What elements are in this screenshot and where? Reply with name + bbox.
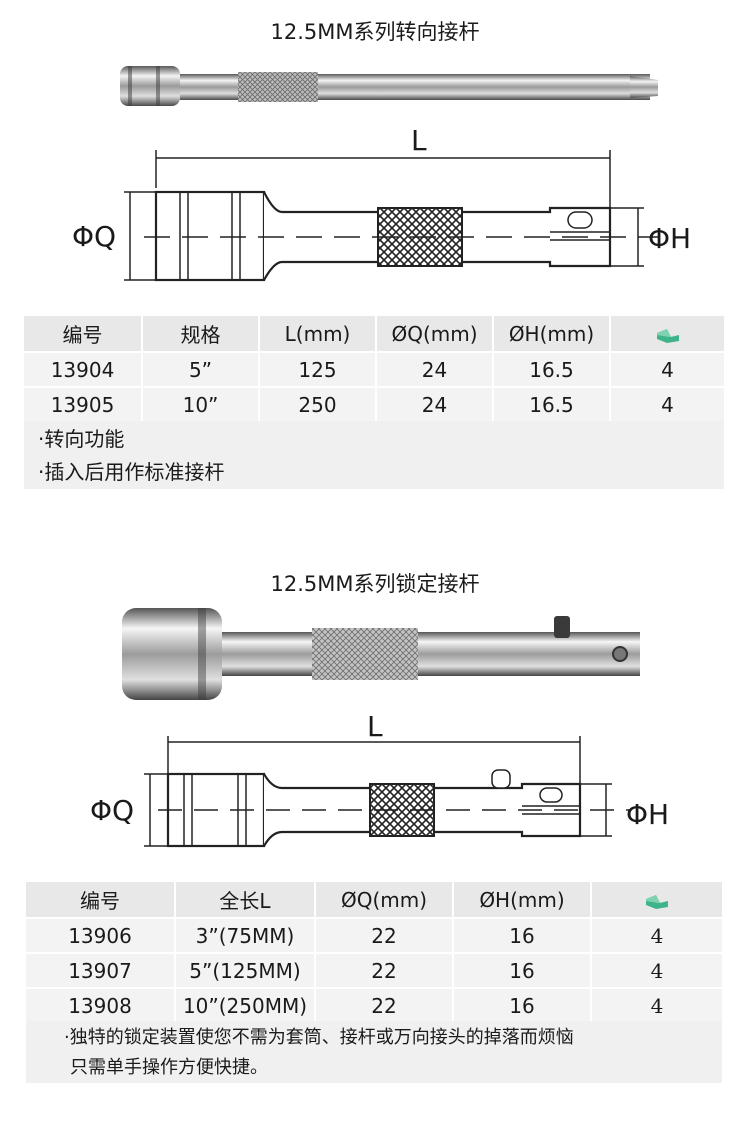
note-line: ·转向功能	[38, 427, 125, 451]
spec-table: 编号 规格 L(mm) ØQ(mm) ØH(mm) 13904 5” 125 2…	[24, 316, 724, 421]
wobble-extension-section: 12.5MM系列转向接杆	[0, 0, 750, 500]
table-row: 13906 3”(75MM) 22 16 4	[26, 917, 722, 952]
dimension-L-label: L	[411, 124, 427, 157]
table-row: 13905 10” 250 24 16.5 4	[24, 386, 724, 421]
table-cell: 4	[590, 917, 722, 952]
table-cell: 13906	[26, 917, 174, 952]
table-header-row: 编号 规格 L(mm) ØQ(mm) ØH(mm)	[24, 316, 724, 351]
dimension-H-label: ΦH	[648, 222, 692, 255]
locking-extension-section: 12.5MM系列锁定接杆	[0, 560, 750, 1126]
note-line: 只需单手操作方便快捷。	[70, 1057, 268, 1078]
notes-box: ·转向功能 ·插入后用作标准接杆	[24, 421, 724, 489]
table-cell: 4	[590, 952, 722, 987]
table-cell: 13907	[26, 952, 174, 987]
header-cell: 编号	[24, 316, 141, 351]
header-cell	[609, 316, 724, 351]
section-title: 12.5MM系列锁定接杆	[270, 572, 480, 596]
table-cell: 250	[258, 386, 375, 421]
table-cell: 22	[314, 917, 452, 952]
table-cell: 10”	[141, 386, 258, 421]
note-line: ·独特的锁定装置使您不需为套筒、接杆或万向接头的掉落而烦恼	[64, 1027, 574, 1048]
table-row: 13904 5” 125 24 16.5 4	[24, 351, 724, 386]
notes-box: ·独特的锁定装置使您不需为套筒、接杆或万向接头的掉落而烦恼 只需单手操作方便快捷…	[26, 1021, 722, 1083]
header-cell	[590, 882, 722, 917]
table-cell: 5”(125MM)	[174, 952, 314, 987]
table-cell: 22	[314, 987, 452, 1022]
table-row: 13907 5”(125MM) 22 16 4	[26, 952, 722, 987]
spec-table: 编号 全长L ØQ(mm) ØH(mm) 13906 3”(75MM) 22 1…	[26, 882, 722, 1022]
header-cell: ØQ(mm)	[375, 316, 492, 351]
table-cell: 10”(250MM)	[174, 987, 314, 1022]
table-cell: 4	[609, 351, 724, 386]
table-cell: 13904	[24, 351, 141, 386]
table-cell: 4	[590, 987, 722, 1022]
table-cell: 16	[452, 952, 590, 987]
wobble-extension-photo	[120, 66, 658, 106]
table-cell: 16.5	[492, 386, 609, 421]
dimension-H-label: ΦH	[626, 798, 670, 831]
table-cell: 16	[452, 917, 590, 952]
stack-icon	[656, 329, 679, 343]
header-cell: 规格	[141, 316, 258, 351]
table-cell: 13908	[26, 987, 174, 1022]
wobble-extension-drawing	[124, 150, 660, 282]
table-cell: 24	[375, 351, 492, 386]
table-cell: 22	[314, 952, 452, 987]
table-cell: 16	[452, 987, 590, 1022]
dimension-Q-label: ΦQ	[90, 794, 135, 827]
locking-extension-drawing	[144, 736, 630, 848]
table-cell: 16.5	[492, 351, 609, 386]
table-row: 13908 10”(250MM) 22 16 4	[26, 987, 722, 1022]
table-cell: 13905	[24, 386, 141, 421]
section-title: 12.5MM系列转向接杆	[270, 20, 480, 44]
dimension-Q-label: ΦQ	[72, 220, 117, 253]
table-cell: 3”(75MM)	[174, 917, 314, 952]
stack-icon	[646, 895, 668, 909]
header-cell: 全长L	[174, 882, 314, 917]
table-cell: 5”	[141, 351, 258, 386]
header-cell: ØH(mm)	[492, 316, 609, 351]
table-header-row: 编号 全长L ØQ(mm) ØH(mm)	[26, 882, 722, 917]
table-cell: 4	[609, 386, 724, 421]
table-cell: 125	[258, 351, 375, 386]
table-cell: 24	[375, 386, 492, 421]
locking-extension-photo	[122, 608, 640, 700]
note-line: ·插入后用作标准接杆	[38, 460, 225, 484]
header-cell: L(mm)	[258, 316, 375, 351]
header-cell: 编号	[26, 882, 174, 917]
header-cell: ØQ(mm)	[314, 882, 452, 917]
dimension-L-label: L	[367, 710, 383, 743]
header-cell: ØH(mm)	[452, 882, 590, 917]
